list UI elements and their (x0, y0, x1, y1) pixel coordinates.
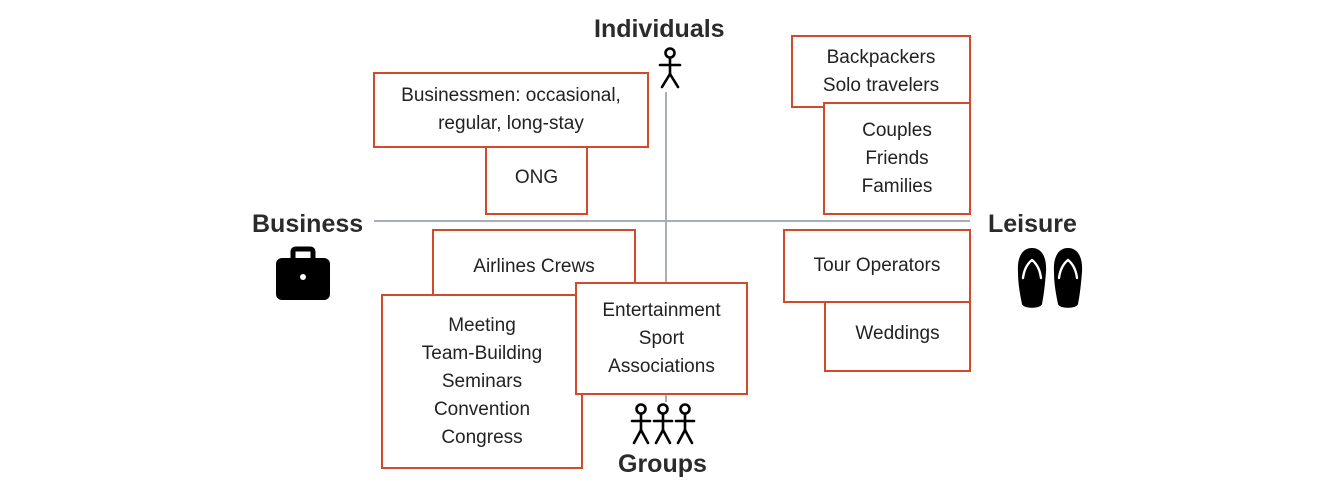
three-people-icon (630, 403, 696, 445)
vertical-axis (665, 92, 667, 402)
box-businessmen: Businessmen: occasional, regular, long-s… (373, 72, 649, 148)
briefcase-icon (276, 246, 330, 300)
box-backpackers: Backpackers Solo travelers (791, 35, 971, 108)
axis-label-individuals: Individuals (594, 15, 725, 43)
box-couples: Couples Friends Families (823, 102, 971, 215)
box-entertainment: Entertainment Sport Associations (575, 282, 748, 395)
axis-label-groups: Groups (618, 450, 707, 478)
box-tour-operators: Tour Operators (783, 229, 971, 303)
box-ong: ONG (485, 141, 588, 215)
axis-label-leisure: Leisure (988, 210, 1077, 238)
single-person-icon (658, 47, 682, 89)
box-meeting: Meeting Team-Building Seminars Conventio… (381, 294, 583, 469)
box-weddings: Weddings (824, 296, 971, 372)
axis-label-business: Business (252, 210, 364, 238)
flip-flops-icon (1017, 248, 1083, 308)
horizontal-axis (374, 220, 970, 222)
